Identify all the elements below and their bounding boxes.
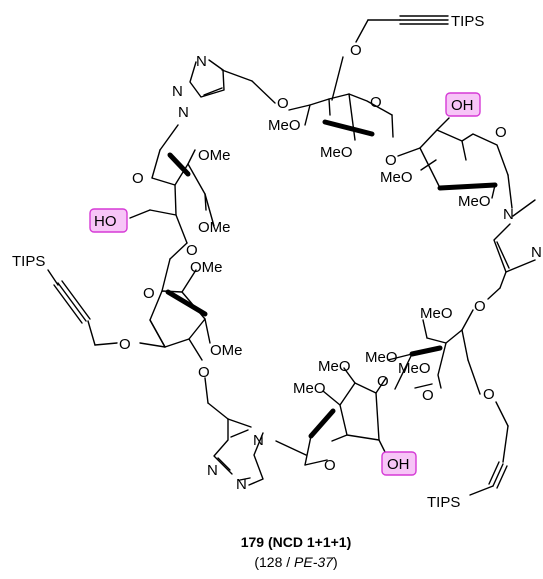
sugar-right-meo-1: MeO xyxy=(380,169,413,186)
sugar-ll-ome-2: OMe xyxy=(210,342,243,359)
sugar-ring-left-lower: O O OMe OMe O xyxy=(94,258,243,381)
sugar-rl-meo-3: MeO xyxy=(398,360,431,377)
oh-label-bottom: OH xyxy=(387,456,410,473)
triazole-top-n1: N xyxy=(196,53,207,70)
sugar-rl-ring-o: O xyxy=(422,387,434,404)
top-propargyl-chain: O TIPS xyxy=(331,13,484,101)
compound-reference: (128 / PE-37) xyxy=(254,554,337,570)
sugar-top-link-o: O xyxy=(385,152,397,169)
oh-label-right: OH xyxy=(451,97,474,114)
ho-highlight-left xyxy=(89,208,128,233)
sugar-rl-meo-2: MeO xyxy=(365,349,398,366)
compound-id: 179 (NCD 1+1+1) xyxy=(241,534,352,550)
triazole-right-n-partial: N xyxy=(531,244,542,261)
triazole-ring-right: N N O xyxy=(474,199,542,315)
triazole-bottom-n1: N xyxy=(253,432,264,449)
right-lower-propargyl-chain: TIPS xyxy=(427,401,509,511)
sugar-lu-ring-o: O xyxy=(132,170,144,187)
sugar-top-meo-2: MeO xyxy=(320,144,353,161)
linker-left-lower-o: O xyxy=(198,364,210,381)
sugar-ring-left-upper: O HO O OMe OMe xyxy=(89,124,231,260)
sugar-rl-meo-1: MeO xyxy=(420,305,453,322)
triazole-ring-top: N N N O xyxy=(172,53,289,121)
triazole-top-n3: N xyxy=(178,104,189,121)
sugar-top-meo-1: MeO xyxy=(268,117,301,134)
oh-highlight-bottom xyxy=(381,451,417,476)
sugar-ll-ether-o: O xyxy=(119,336,131,353)
linker-right-o: O xyxy=(474,298,486,315)
sugar-right-meo-2: MeO xyxy=(458,193,491,210)
triazole-ring-bottom: N N N xyxy=(204,377,307,493)
ho-label-left: HO xyxy=(94,213,117,230)
sugar-ring-right: OH O MeO MeO xyxy=(380,92,513,210)
sugar-rl-ether-o: O xyxy=(483,386,495,403)
sugar-ring-right-lower: MeO MeO MeO O O xyxy=(365,305,495,404)
right-lower-tips-label: TIPS xyxy=(427,494,460,511)
sugar-lu-link-o: O xyxy=(186,242,198,259)
left-tips-label: TIPS xyxy=(12,253,45,270)
sugar-ring-bottom: OH MeO MeO O O xyxy=(293,358,417,476)
triazole-top-n2: N xyxy=(172,83,183,100)
sugar-b-meo-2: MeO xyxy=(293,380,326,397)
sugar-lu-ome-2: OMe xyxy=(198,219,231,236)
oh-highlight-right xyxy=(445,92,481,117)
sugar-ring-top: O MeO MeO O xyxy=(268,93,397,169)
sugar-right-ring-o: O xyxy=(495,124,507,141)
sugar-b-ring-o: O xyxy=(324,457,336,474)
sugar-lu-ome-1: OMe xyxy=(198,147,231,164)
top-ether-o: O xyxy=(350,42,362,59)
sugar-b-link-o: O xyxy=(377,373,389,390)
caption: 179 (NCD 1+1+1) (128 / PE-37) xyxy=(241,534,352,570)
sugar-top-ring-o: O xyxy=(370,94,382,111)
sugar-b-meo-1: MeO xyxy=(318,358,351,375)
triazole-right-n1: N xyxy=(503,206,514,223)
sugar-ll-ome-1: OMe xyxy=(190,259,223,276)
top-tips-label: TIPS xyxy=(451,13,484,30)
linker-top-o: O xyxy=(277,95,289,112)
sugar-ll-ring-o: O xyxy=(143,285,155,302)
triazole-bottom-n2: N xyxy=(207,462,218,479)
left-propargyl-chain: TIPS xyxy=(12,253,96,346)
triazole-bottom-n3: N xyxy=(236,476,247,493)
